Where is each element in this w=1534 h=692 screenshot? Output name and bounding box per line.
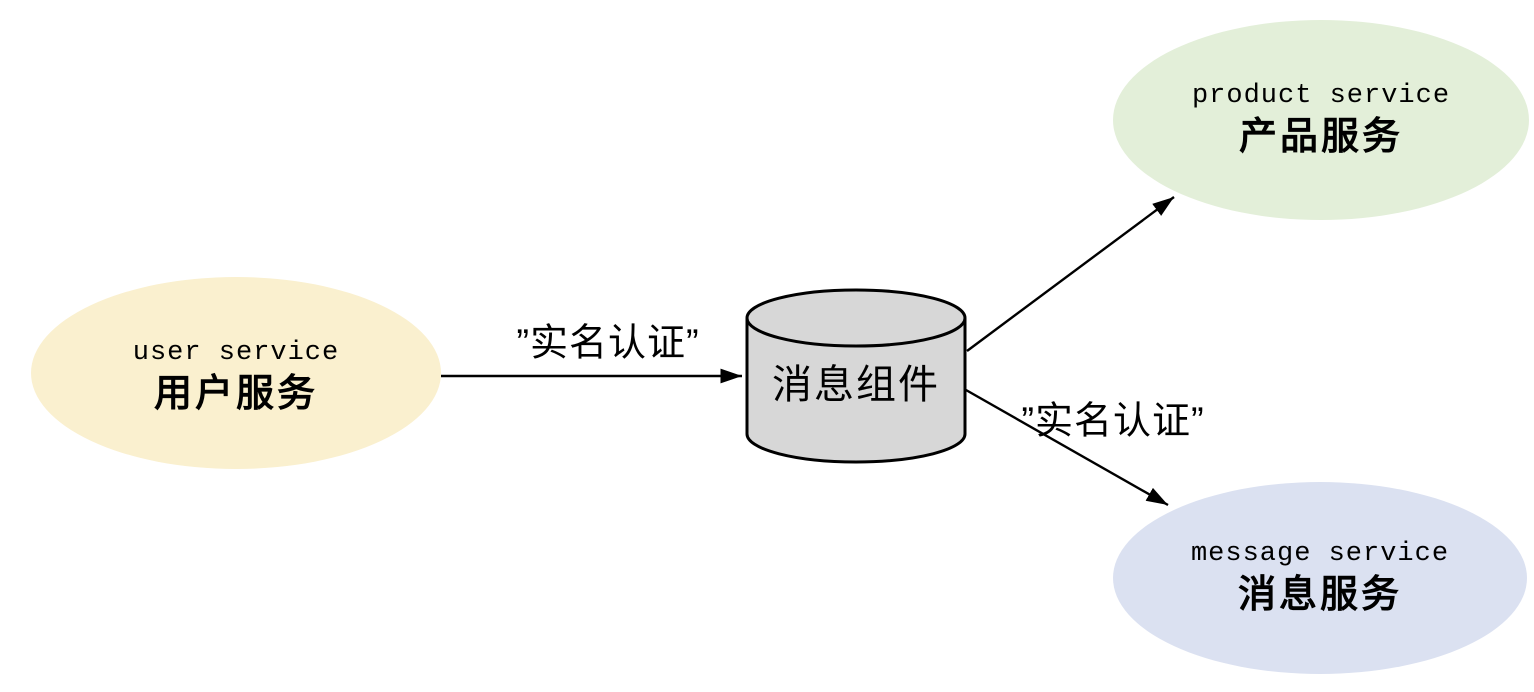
cylinder-top [745, 288, 967, 348]
message-service-label: message service 消息服务 [1191, 536, 1449, 618]
cylinder-body [745, 318, 967, 464]
product-service-subtitle: 产品服务 [1238, 116, 1404, 158]
user-service-node [31, 277, 441, 469]
message-service-node [1113, 482, 1527, 674]
message-component-node [745, 288, 967, 464]
message-service-title: message service [1190, 539, 1450, 569]
edge-label-mq-to-message: ”实名认证” [1021, 400, 1205, 443]
user-service-label: user service 用户服务 [133, 335, 339, 417]
edge-label-user-to-mq: ”实名认证” [516, 322, 700, 365]
user-service-title: user service [132, 338, 340, 368]
product-service-title: product service [1191, 81, 1451, 111]
product-service-label: product service 产品服务 [1192, 78, 1450, 160]
message-component-label: 消息组件 [772, 363, 940, 407]
arrow-mq-to-message [965, 388, 1169, 507]
user-service-subtitle: 用户服务 [153, 373, 318, 415]
message-service-subtitle: 消息服务 [1237, 574, 1403, 616]
arrow-mq-to-product [966, 196, 1175, 352]
product-service-node [1113, 20, 1529, 220]
